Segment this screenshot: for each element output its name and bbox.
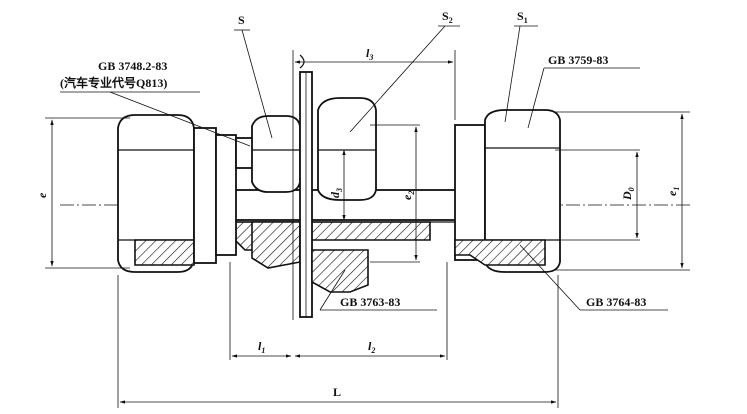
label-s: S xyxy=(238,13,245,27)
label-s1: S1 xyxy=(517,9,528,25)
dim-d3: d3 xyxy=(328,188,344,198)
right-nut xyxy=(454,109,561,273)
label-gb-3764: GB 3764-83 xyxy=(586,295,646,309)
hex-s xyxy=(251,115,301,269)
hex-s2 xyxy=(311,97,377,293)
label-gb-3748-note: (汽车专业代号Q813) xyxy=(60,75,167,90)
left-nut xyxy=(117,114,255,273)
dim-l2: l2 xyxy=(368,339,375,355)
dimension-lines xyxy=(50,60,684,404)
dim-l3: l3 xyxy=(366,46,373,62)
dim-e2: e2 xyxy=(400,191,416,200)
dim-e1: e1 xyxy=(665,187,681,196)
dim-e: e xyxy=(35,192,49,198)
extension-lines xyxy=(45,50,690,408)
bulkhead-plate xyxy=(299,54,313,318)
label-gb-3763: GB 3763-83 xyxy=(340,295,400,309)
label-gb-3759: GB 3759-83 xyxy=(548,53,608,67)
dim-d0: D0 xyxy=(620,187,636,201)
dim-l1: l1 xyxy=(258,339,265,355)
label-gb-3748: GB 3748.2-83 xyxy=(98,59,167,73)
label-s2: S2 xyxy=(442,9,453,25)
dim-L: L xyxy=(333,385,341,399)
leader-lines xyxy=(60,25,668,311)
